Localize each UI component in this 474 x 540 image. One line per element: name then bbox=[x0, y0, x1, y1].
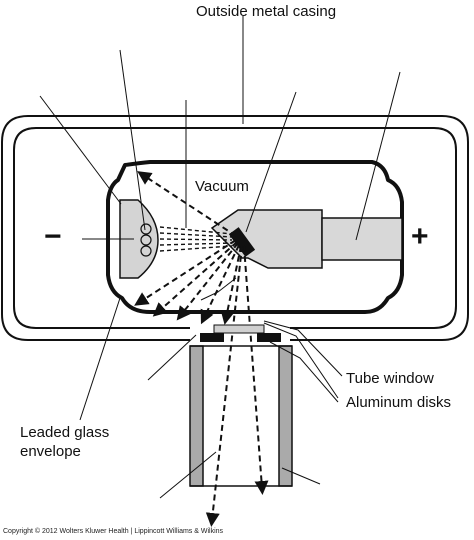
leaded-glass-envelope bbox=[106, 160, 404, 314]
label-outside-metal-casing: Outside metal casing bbox=[196, 3, 337, 20]
tube-window bbox=[213, 324, 265, 334]
anode-stem bbox=[321, 217, 403, 261]
electron-beam bbox=[159, 226, 233, 252]
collimator-right-wall bbox=[278, 345, 293, 487]
label-vacuum: Vacuum bbox=[195, 178, 249, 195]
label-leaded-glass-envelope-line2: envelope bbox=[20, 443, 81, 460]
anode-plus-sign: + bbox=[411, 220, 429, 253]
filament-coil bbox=[140, 223, 152, 257]
leader-lines bbox=[39, 16, 401, 499]
collimator-left-wall bbox=[189, 345, 204, 487]
label-aluminum-disks: Aluminum disks bbox=[346, 394, 452, 411]
outside-metal-casing-inner bbox=[13, 127, 457, 329]
xray-beams bbox=[134, 171, 269, 527]
cathode-focusing-cup bbox=[119, 199, 159, 279]
cathode-minus-sign: − bbox=[44, 220, 62, 253]
label-leaded-glass-envelope-line1: Leaded glass bbox=[20, 424, 110, 441]
copyright-notice: Copyright © 2012 Wolters Kluwer Health |… bbox=[3, 528, 224, 535]
anode-target bbox=[210, 209, 323, 269]
outside-metal-casing bbox=[1, 115, 469, 341]
aluminum-disk-left bbox=[200, 333, 224, 342]
label-tube-window: Tube window bbox=[346, 370, 434, 387]
aluminum-disk-right bbox=[257, 333, 281, 342]
